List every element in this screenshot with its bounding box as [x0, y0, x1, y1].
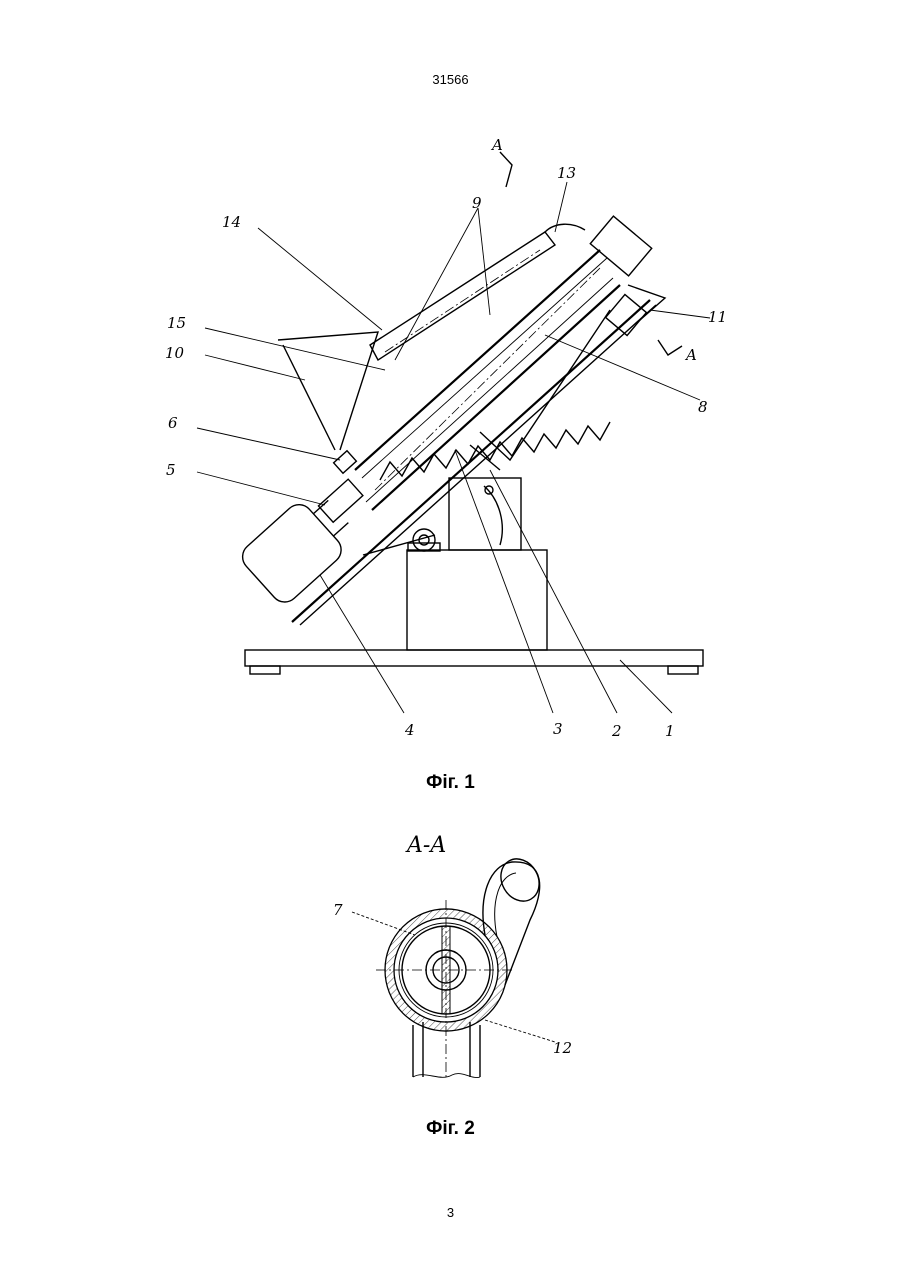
- figure-1-drawing: [197, 152, 710, 713]
- base-plate: [245, 650, 703, 666]
- label-1: 1: [665, 722, 675, 740]
- label-9: 9: [472, 194, 482, 212]
- label-4: 4: [404, 721, 415, 739]
- label-2: 2: [611, 722, 622, 740]
- label-10: 10: [165, 344, 185, 362]
- bearing: [334, 451, 357, 473]
- label-5: 5: [166, 461, 176, 479]
- page-number: 3: [0, 1205, 901, 1220]
- label-8: 8: [698, 398, 708, 416]
- section-mark-a-top: A: [490, 136, 503, 154]
- figure-1-caption: Фіг. 1: [0, 772, 901, 794]
- label-3: 3: [553, 720, 563, 738]
- label-15: 15: [167, 314, 186, 332]
- label-11: 11: [708, 308, 727, 326]
- section-title: A-A: [405, 833, 446, 858]
- inclined-frame: [292, 300, 650, 622]
- label-12: 12: [553, 1039, 572, 1057]
- section-mark-a-right: A: [684, 346, 697, 364]
- drive-head: [590, 216, 651, 276]
- screw-blades: [375, 268, 610, 490]
- motor: [237, 485, 362, 607]
- figure-2-drawing: [352, 852, 555, 1080]
- label-6: 6: [168, 414, 178, 432]
- leader-lines: [197, 182, 710, 713]
- coupling: [318, 479, 362, 522]
- label-14: 14: [222, 213, 241, 231]
- label-13: 13: [557, 164, 576, 182]
- label-7: 7: [333, 901, 343, 919]
- pedestal: [407, 550, 547, 650]
- screw-casing: [355, 250, 600, 470]
- conical-support: [480, 310, 610, 460]
- return-pipe: [370, 232, 555, 360]
- figure-2-caption: Фіг. 2: [0, 1118, 901, 1140]
- hopper: [278, 332, 378, 450]
